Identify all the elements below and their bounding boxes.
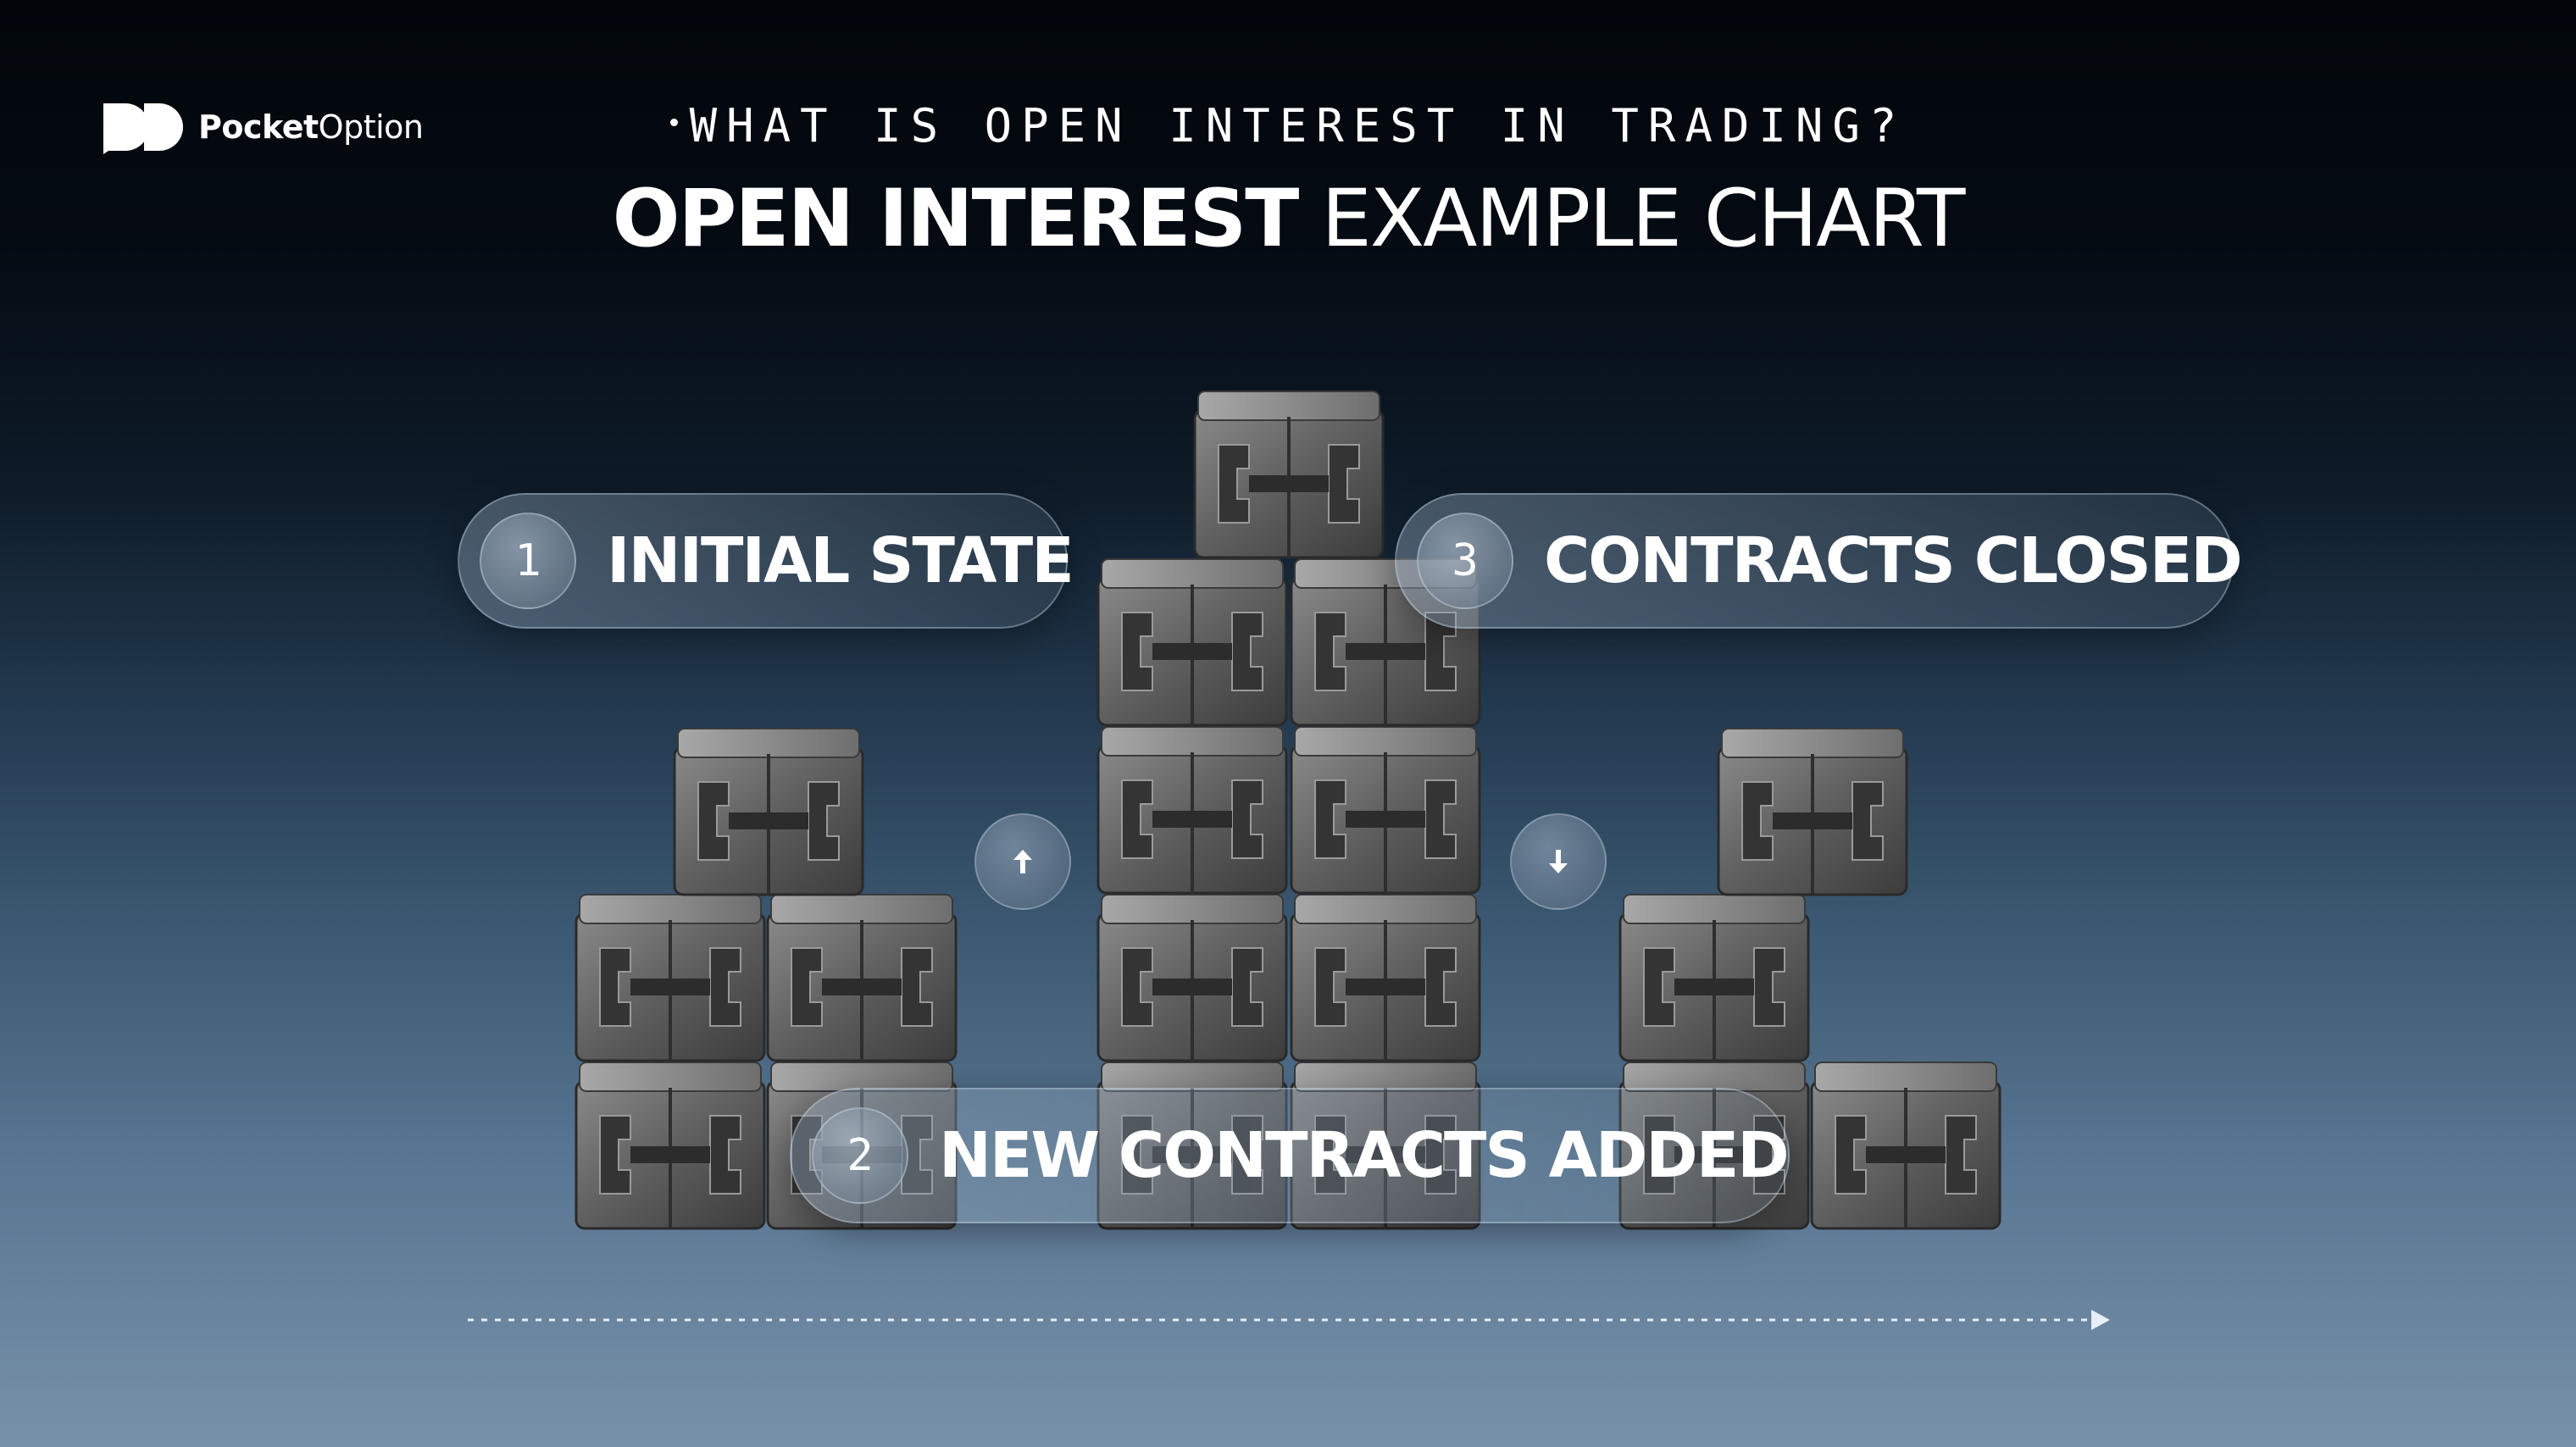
brand-logo: PocketOption xyxy=(100,100,424,154)
contract-block xyxy=(673,728,864,896)
contract-block xyxy=(1290,894,1481,1062)
eyebrow-text: WHAT IS OPEN INTEREST IN TRADING? xyxy=(689,99,1907,152)
stage-pill-initial-state: 1 INITIAL STATE xyxy=(458,493,1074,629)
contract-block xyxy=(575,1062,766,1230)
contract-block xyxy=(1096,726,1288,895)
brand-name-light: Option xyxy=(318,108,424,146)
brand-name-bold: Pocket xyxy=(198,108,319,146)
contract-block xyxy=(1290,1062,1481,1230)
brand-name: PocketOption xyxy=(198,111,424,143)
contract-block xyxy=(1618,894,1810,1062)
page-title-light: EXAMPLE CHART xyxy=(1321,173,1965,265)
arrow-down-icon xyxy=(1549,850,1568,873)
stage-pill-new-contracts-added: 2 NEW CONTRACTS ADDED xyxy=(790,1088,1790,1223)
eyebrow-heading: WHAT IS OPEN INTEREST IN TRADING? xyxy=(0,103,2576,149)
contract-block xyxy=(1096,558,1288,727)
page-title-bold: OPEN INTEREST xyxy=(612,173,1300,265)
page-title: OPEN INTEREST EXAMPLE CHART xyxy=(0,180,2576,259)
contract-block xyxy=(1096,894,1288,1062)
contract-block xyxy=(1717,728,1908,896)
stage-number-badge: 3 xyxy=(1417,513,1513,609)
stage-number-badge: 1 xyxy=(480,513,576,609)
contract-block xyxy=(1096,1062,1288,1230)
arrow-up-icon xyxy=(1013,850,1032,873)
stage-label: NEW CONTRACTS ADDED xyxy=(939,1119,1790,1192)
bullet-dot-icon xyxy=(669,118,678,126)
stage-label: INITIAL STATE xyxy=(607,524,1074,597)
pocket-option-logo-icon xyxy=(103,103,183,154)
stage-number-badge: 2 xyxy=(812,1107,908,1204)
contract-block xyxy=(1193,391,1385,559)
transition-down-button xyxy=(1510,813,1607,910)
contract-block xyxy=(1810,1062,2001,1230)
contract-block xyxy=(766,894,958,1062)
contract-block xyxy=(575,894,766,1062)
contract-block xyxy=(1290,726,1481,895)
stage-label: CONTRACTS CLOSED xyxy=(1544,524,2243,597)
transition-up-button xyxy=(974,813,1071,910)
stage-pill-contracts-closed: 3 CONTRACTS CLOSED xyxy=(1395,493,2243,629)
